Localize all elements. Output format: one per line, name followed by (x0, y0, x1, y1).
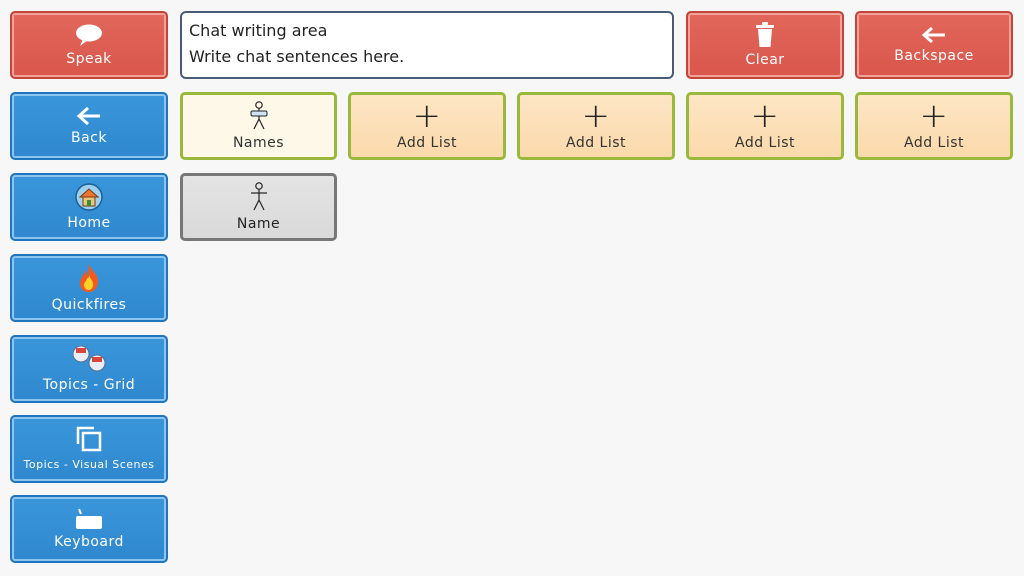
arrow-left-icon (921, 26, 945, 44)
plus-icon: + (581, 96, 611, 136)
add-list-label: Add List (396, 135, 458, 151)
sidebar-item-label: Keyboard (54, 534, 124, 550)
sidebar-item-label: Topics - Visual Scenes (23, 458, 155, 471)
add-list-label: Add List (903, 135, 965, 151)
fire-icon (80, 264, 99, 292)
add-list-button[interactable]: + Add List (348, 92, 506, 160)
home-icon (75, 183, 103, 211)
chat-input[interactable] (189, 47, 665, 66)
sidebar-item-back[interactable]: Back (10, 92, 168, 160)
sidebar-item-label: Topics - Grid (42, 377, 136, 393)
sidebar-item-topics-grid[interactable]: Topics - Grid (10, 335, 168, 403)
names-label: Names (232, 135, 285, 151)
speech-bubble-icon (76, 24, 102, 46)
backspace-label: Backspace (894, 48, 974, 64)
sidebar-item-quickfires[interactable]: Quickfires (10, 254, 168, 322)
add-list-label: Add List (734, 135, 796, 151)
speak-label: Speak (66, 51, 112, 67)
plus-icon: + (750, 96, 780, 136)
plus-icon: + (412, 96, 442, 136)
sidebar-item-home[interactable]: Home (10, 173, 168, 241)
speak-button[interactable]: Speak (10, 11, 168, 79)
person-icon (250, 101, 267, 130)
chat-area-title: Chat writing area (189, 21, 328, 40)
name-label: Name (236, 216, 281, 232)
keyboard-icon (76, 508, 102, 529)
arrow-left-icon (76, 106, 100, 126)
topics-grid-icon (72, 345, 106, 372)
backspace-button[interactable]: Backspace (855, 11, 1013, 79)
sidebar-item-keyboard[interactable]: Keyboard (10, 495, 168, 563)
plus-icon: + (919, 96, 949, 136)
chat-writing-area[interactable]: Chat writing area (180, 11, 674, 79)
sidebar-item-topics-visual-scenes[interactable]: Topics - Visual Scenes (10, 415, 168, 483)
add-list-button[interactable]: + Add List (855, 92, 1013, 160)
add-list-button[interactable]: + Add List (686, 92, 844, 160)
sidebar-item-label: Quickfires (51, 297, 127, 313)
names-list-button[interactable]: Names (180, 92, 337, 160)
clear-button[interactable]: Clear (686, 11, 844, 79)
trash-icon (756, 22, 774, 47)
name-button[interactable]: Name (180, 173, 337, 241)
visual-scenes-icon (76, 426, 102, 452)
clear-label: Clear (745, 52, 785, 68)
sidebar-item-label: Back (71, 130, 107, 146)
add-list-button[interactable]: + Add List (517, 92, 675, 160)
person-icon (250, 182, 267, 211)
sidebar-item-label: Home (67, 215, 111, 231)
add-list-label: Add List (565, 135, 627, 151)
